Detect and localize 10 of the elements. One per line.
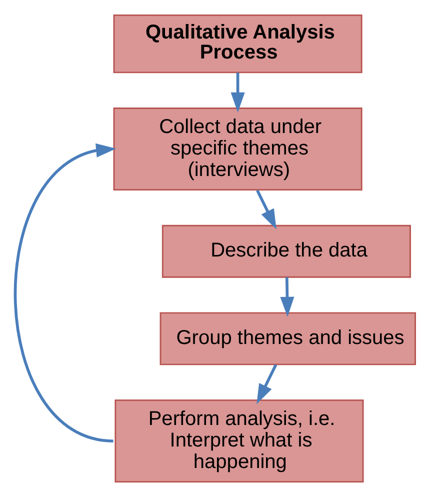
arrow <box>280 276 294 316</box>
arrow <box>256 189 276 229</box>
arrow <box>256 364 277 404</box>
arrow <box>14 142 116 442</box>
node-box: Describe the data <box>161 224 410 278</box>
node-box: Collect data under specific themes (interviews) <box>112 107 362 190</box>
node-box: Qualitative Analysis Process <box>112 14 362 73</box>
node-box: Group themes and issues <box>159 312 416 365</box>
arrow <box>230 72 244 112</box>
node-box: Perform analysis, i.e. Interpret what is happening <box>114 399 364 482</box>
